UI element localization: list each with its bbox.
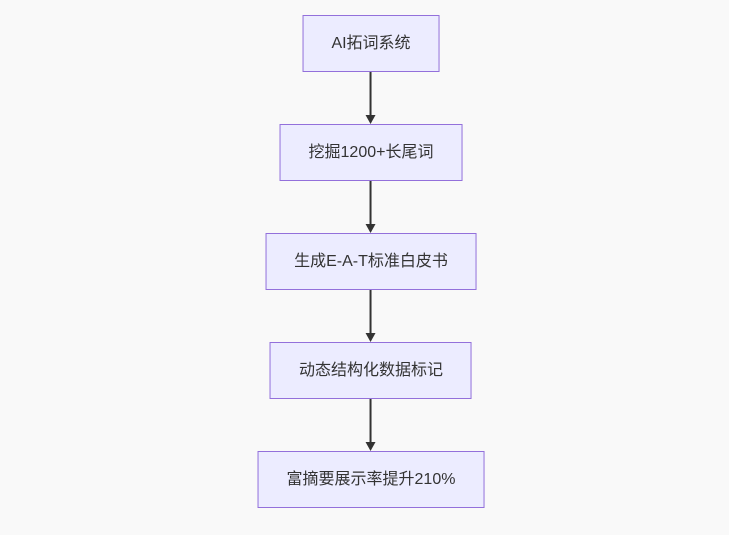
flow-node-structured-data: 动态结构化数据标记 xyxy=(269,342,472,399)
flow-node-label: AI拓词系统 xyxy=(331,34,411,52)
arrowhead-down-icon xyxy=(366,115,376,124)
arrowhead-down-icon xyxy=(366,442,376,451)
arrowhead-down-icon xyxy=(366,224,376,233)
flow-arrow-3 xyxy=(366,290,376,342)
flow-arrow-4 xyxy=(366,399,376,451)
arrow-line xyxy=(370,181,372,224)
flow-node-eat-whitepaper: 生成E-A-T标准白皮书 xyxy=(265,233,477,290)
flow-node-label: 富摘要展示率提升210% xyxy=(286,470,456,488)
arrow-line xyxy=(370,72,372,115)
flow-node-label: 挖掘1200+长尾词 xyxy=(308,143,434,161)
arrow-line xyxy=(370,399,372,442)
flow-node-label: 生成E-A-T标准白皮书 xyxy=(294,252,448,270)
flow-node-rich-snippet: 富摘要展示率提升210% xyxy=(257,451,485,508)
flow-arrow-2 xyxy=(366,181,376,233)
flow-arrow-1 xyxy=(366,72,376,124)
flow-node-ai-system: AI拓词系统 xyxy=(302,15,440,72)
arrow-line xyxy=(370,290,372,333)
flow-node-longtail-mining: 挖掘1200+长尾词 xyxy=(279,124,463,181)
flow-node-label: 动态结构化数据标记 xyxy=(298,361,443,379)
flowchart: AI拓词系统 挖掘1200+长尾词 生成E-A-T标准白皮书 动态结构化数据标记… xyxy=(257,15,485,508)
arrowhead-down-icon xyxy=(366,333,376,342)
